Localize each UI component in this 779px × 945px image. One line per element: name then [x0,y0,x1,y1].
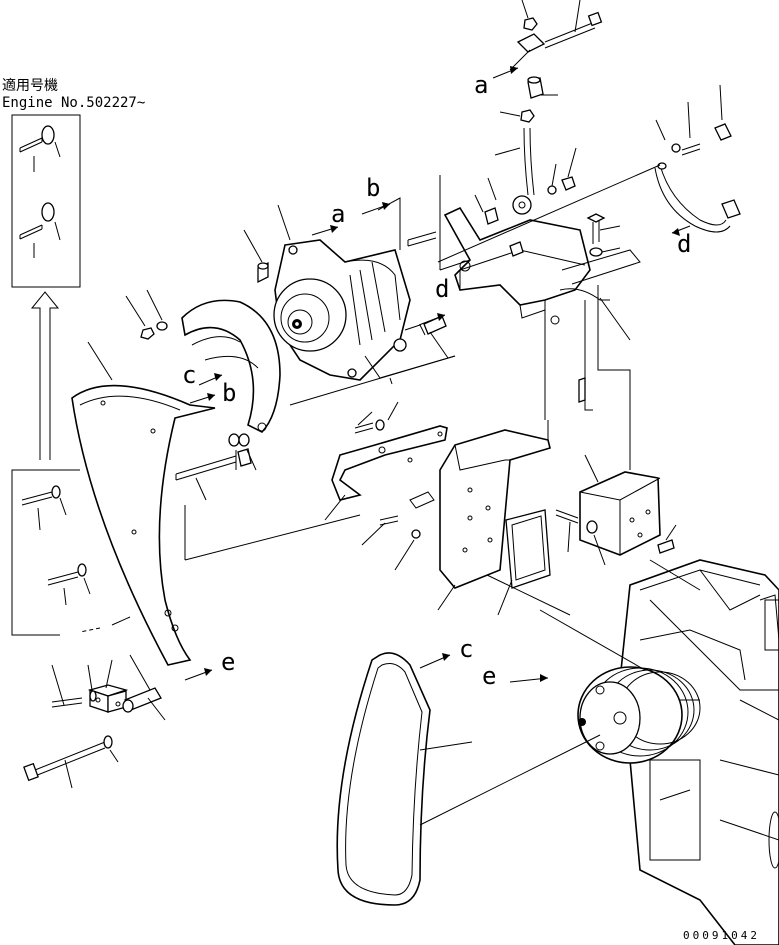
long-leaders [419,420,646,826]
callout-e-pulley: e [482,662,496,690]
vertical-leaders [377,175,631,470]
applicability-label: 適用号機 [2,77,58,94]
top-hardware [487,0,603,215]
callout-a-top: a [474,71,488,99]
callout-e-bracket: e [221,648,235,676]
bolt-washer-set-2 [19,202,61,258]
bolt-set-left-1 [21,485,67,531]
callout-d-pipe: d [677,230,691,258]
adjusting-hardware [23,654,166,789]
upper-support-bracket [407,194,641,420]
replacement-arrow [30,291,60,460]
leader-lines [111,355,456,626]
callout-d-clamp: d [435,275,449,303]
engine-number-label: Engine No.502227~ [2,95,145,111]
callout-a-alternator: a [331,200,345,228]
crankshaft-pulley [577,666,701,764]
alternator [273,204,426,381]
drawing-number: 00091042 [683,929,760,942]
inset-box-lower [11,469,101,636]
pulley-guard [181,299,281,433]
belt-cover [71,341,216,666]
callout-c-guard: c [182,361,196,389]
clamp-d [423,315,449,359]
bolts-upper-right [586,213,621,257]
inset-box-upper [11,114,81,288]
nut-washer-left [125,289,168,340]
v-belt [336,652,473,906]
mounting-plate [361,429,551,616]
tension-bracket [324,401,448,521]
bolt-set-left-2 [47,563,91,606]
callout-arrows [184,66,691,683]
bolt-middle-left [175,433,257,501]
bolt-washer-set-1 [19,125,61,172]
tensioner-block [555,454,677,566]
callout-c-belt: c [459,635,473,663]
callout-b-bracket: b [366,174,380,202]
spacer-upper [243,229,269,284]
pipe-upper-right [437,84,741,263]
callout-b-guard: b [222,379,236,407]
